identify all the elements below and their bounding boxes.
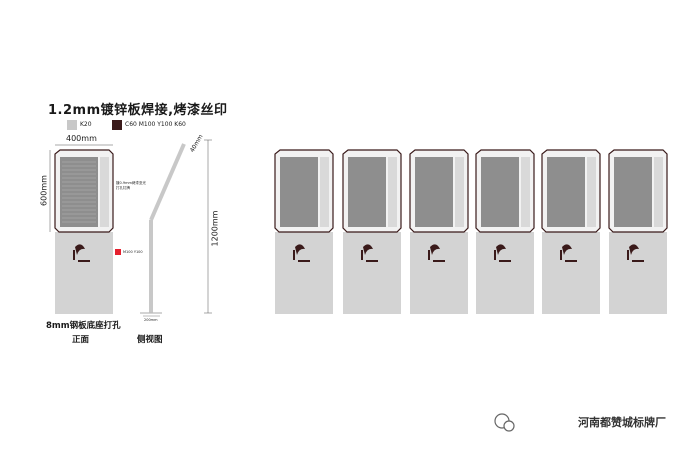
sign-2 <box>342 149 402 314</box>
watermark-text: 河南都赞城标牌厂 <box>578 416 666 429</box>
sign-1 <box>274 149 334 314</box>
front-width-label: 400mm <box>66 134 97 143</box>
front-color-note: M100 Y100 <box>123 250 143 254</box>
sign-3 <box>409 149 469 314</box>
front-view-label: 正面 <box>72 335 90 345</box>
sign-4 <box>475 149 535 314</box>
side-view-label: 侧视图 <box>137 335 163 345</box>
front-annotation: 镀0.9mm烤漆亚光 打孔钉牌 <box>116 181 146 191</box>
color-swatch-c60 <box>112 120 122 130</box>
sign-elevations <box>274 149 668 314</box>
color-swatch-k20 <box>67 120 77 130</box>
annotation-line-2: 打孔钉牌 <box>116 186 130 190</box>
side-base-dim-label: 200mm <box>144 318 158 322</box>
legend-label-c60: C60 M100 Y100 K60 <box>125 121 186 128</box>
wechat-icon <box>494 413 515 432</box>
sign-5 <box>541 149 601 314</box>
annotation-line-1: 镀0.9mm烤漆亚光 <box>116 181 146 185</box>
front-base-label: 8mm钢板底座打孔 <box>46 321 121 331</box>
side-view-sign <box>140 139 212 317</box>
page-title: 1.2mm镀锌板焊接,烤漆丝印 <box>48 103 228 118</box>
side-height-label: 1200mm <box>210 210 220 247</box>
front-height-label: 600mm <box>39 175 49 206</box>
sign-6 <box>608 149 668 314</box>
front-view-sign <box>49 144 121 314</box>
legend-label-k20: K20 <box>80 121 92 128</box>
